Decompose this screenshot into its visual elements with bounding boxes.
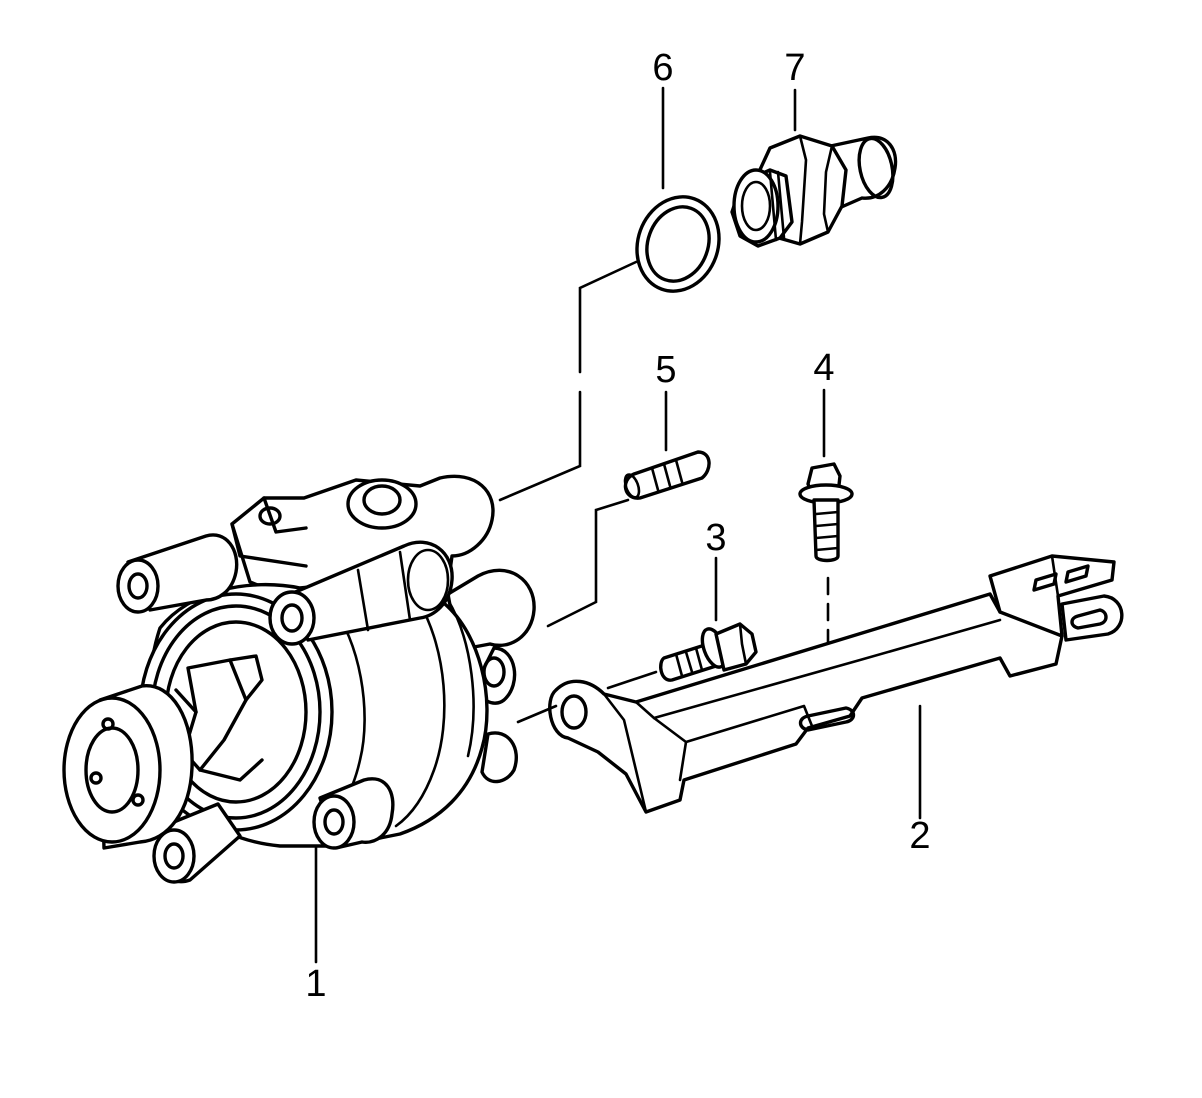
callout-5: 5 — [655, 349, 676, 391]
part-7-fitting[interactable] — [730, 134, 898, 248]
part-2-bracket[interactable] — [548, 554, 1124, 814]
part-6-o-ring[interactable] — [624, 185, 732, 303]
callout-3: 3 — [705, 517, 726, 559]
callout-4: 4 — [813, 347, 834, 389]
assembly-line-6-b — [498, 390, 582, 502]
assembly-line-2 — [516, 704, 558, 724]
assembly-line-3 — [606, 670, 658, 690]
part-5-stud[interactable] — [622, 450, 711, 500]
part-3-bolt[interactable] — [659, 622, 758, 682]
callout-2: 2 — [909, 815, 930, 857]
part-4-bolt[interactable] — [798, 462, 854, 563]
callout-6: 6 — [652, 47, 673, 89]
callout-7: 7 — [784, 47, 805, 89]
assembly-line-5 — [546, 498, 630, 628]
callout-1: 1 — [305, 963, 326, 1005]
part-1-pump[interactable] — [62, 474, 536, 884]
assembly-line-6-a — [578, 260, 638, 374]
